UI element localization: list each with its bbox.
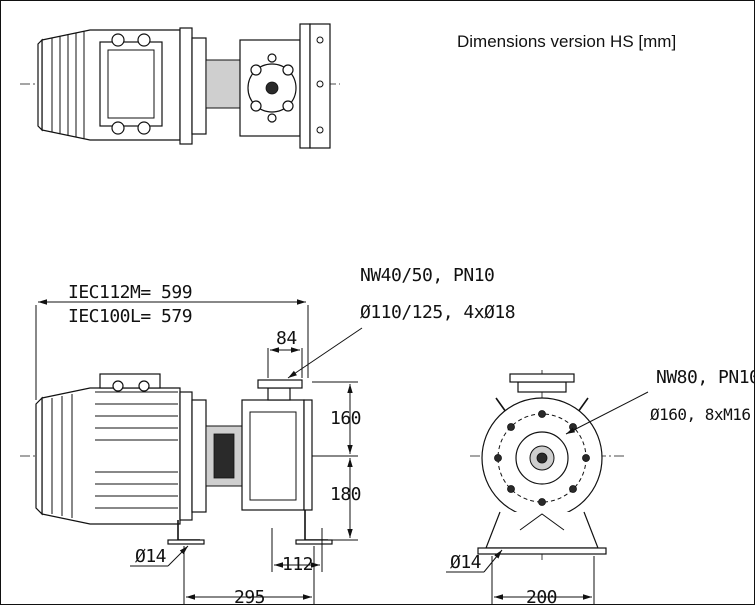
- front-view: [470, 370, 625, 560]
- dim-295-label: 295: [234, 587, 265, 605]
- top-view: [20, 23, 340, 149]
- discharge-flange-bolting-label: Ø160, 8xM16: [650, 405, 750, 424]
- dim-84-label: 84: [276, 328, 297, 349]
- dim-180-label: 180: [330, 484, 361, 505]
- dimension-lines: [35, 299, 649, 605]
- dim-200-label: 200: [526, 587, 557, 605]
- dim-112-label: 112: [282, 554, 313, 575]
- length-iec112m-label: IEC112M= 599: [68, 282, 192, 303]
- dim-d14-right-label: Ø14: [450, 552, 481, 573]
- discharge-flange-nominal-label: NW80, PN10: [656, 367, 755, 388]
- dim-160-label: 160: [330, 408, 361, 429]
- suction-flange-nominal-label: NW40/50, PN10: [360, 265, 494, 286]
- length-iec100l-label: IEC100L= 579: [68, 306, 192, 327]
- drawing-title: Dimensions version HS [mm]: [457, 32, 676, 51]
- side-view: [20, 373, 345, 545]
- suction-flange-bolting-label: Ø110/125, 4xØ18: [360, 302, 515, 323]
- dim-d14-left-label: Ø14: [135, 546, 166, 567]
